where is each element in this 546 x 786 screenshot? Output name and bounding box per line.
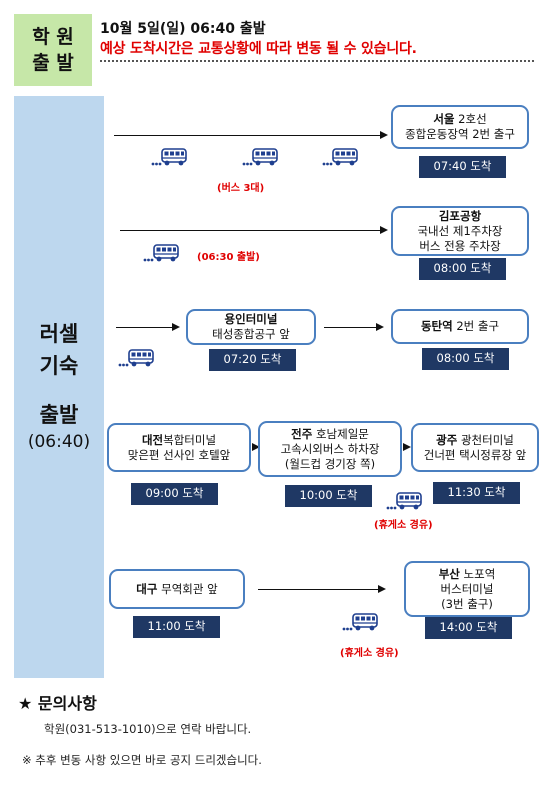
arrival-time-notice: 예상 도착시간은 교통상황에 따라 변동 될 수 있습니다. bbox=[100, 41, 417, 57]
stop-yongin: 용인터미널 태성종합공구 앞 bbox=[186, 309, 316, 345]
arrival-badge-gimpo: 08:00 도착 bbox=[419, 258, 506, 280]
route-arrow-jeonju bbox=[252, 442, 260, 451]
departure-place: 러셀 기숙 bbox=[39, 322, 79, 378]
footer-note: ※ 추후 변동 사항 있으면 바로 공지 드리겠습니다. bbox=[22, 753, 262, 767]
arrival-badge-yongin: 07:20 도착 bbox=[209, 349, 296, 371]
arrival-badge-gwangju: 11:30 도착 bbox=[433, 482, 520, 504]
inquiry-contact: 학원(031-513-1010)으로 연락 바랍니다. bbox=[44, 722, 252, 736]
departure-origin-box: 학 원 출 발 bbox=[14, 14, 92, 86]
route-arrow-seoul bbox=[114, 130, 388, 139]
origin-line-1: 학 원 bbox=[32, 26, 74, 48]
stop-daegu: 대구 무역회관 앞 bbox=[109, 569, 245, 609]
stop-gimpo: 김포공항 국내선 제1주차장 버스 전용 주차장 bbox=[391, 206, 529, 256]
stop-seoul: 서울 2호선 종합운동장역 2번 출구 bbox=[391, 105, 529, 149]
rest-stop-note: (휴게소 경유) bbox=[374, 520, 433, 531]
stop-jeonju: 전주 호남제일문 고속시외버스 하차장 (월드컵 경기장 쪽) bbox=[258, 421, 402, 477]
route-arrow-dongtan bbox=[324, 322, 384, 331]
departure-time-note: (06:30 출발) bbox=[197, 252, 260, 263]
route-arrow-yongin bbox=[116, 322, 180, 331]
bus-icon bbox=[322, 147, 358, 167]
stop-gwangju: 광주 광천터미널 건너편 택시정류장 앞 bbox=[411, 423, 539, 472]
bus-icon bbox=[386, 491, 422, 511]
stop-busan: 부산 노포역 버스터미널 (3번 출구) bbox=[404, 561, 530, 617]
arrival-badge-seoul: 07:40 도착 bbox=[419, 156, 506, 178]
departure-time: (06:40) bbox=[27, 432, 91, 452]
stop-dongtan: 동탄역 2번 출구 bbox=[391, 309, 529, 344]
inquiry-title: ★ 문의사항 bbox=[18, 694, 97, 713]
departure-label: 출발 bbox=[39, 403, 79, 427]
arrival-badge-daegu: 11:00 도착 bbox=[133, 616, 220, 638]
header-divider bbox=[100, 60, 534, 62]
bus-count-note: (버스 3대) bbox=[217, 183, 265, 194]
bus-icon bbox=[342, 612, 378, 632]
bus-icon bbox=[118, 348, 154, 368]
origin-line-2: 출 발 bbox=[32, 52, 74, 74]
arrival-badge-busan: 14:00 도착 bbox=[425, 617, 512, 639]
arrival-badge-daejeon: 09:00 도착 bbox=[131, 483, 218, 505]
bus-icon bbox=[143, 243, 179, 263]
departure-column: 러셀 기숙 출발 (06:40) bbox=[14, 96, 104, 678]
route-arrow-gimpo bbox=[120, 225, 388, 234]
bus-icon bbox=[242, 147, 278, 167]
arrival-badge-jeonju: 10:00 도착 bbox=[285, 485, 372, 507]
arrival-badge-dongtan: 08:00 도착 bbox=[422, 348, 509, 370]
rest-stop-note: (휴게소 경유) bbox=[340, 648, 399, 659]
route-arrow-gwangju bbox=[403, 442, 411, 451]
route-arrow-busan bbox=[258, 584, 386, 593]
stop-daejeon: 대전복합터미널 맞은편 선사인 호텔앞 bbox=[107, 423, 251, 472]
bus-icon bbox=[151, 147, 187, 167]
departure-title: 10월 5일(일) 06:40 출발 bbox=[100, 21, 266, 37]
